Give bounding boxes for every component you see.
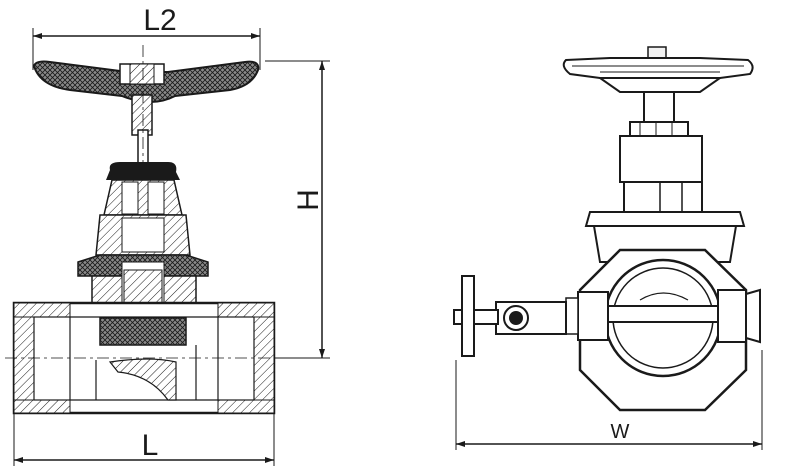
dimension-label-h: H: [292, 189, 325, 211]
dimension-w: W: [455, 350, 763, 450]
handwheel-exterior: [562, 46, 754, 93]
dimension-label-w: W: [611, 421, 630, 443]
section-view: L2 H: [5, 4, 330, 466]
handwheel-section: [32, 60, 260, 103]
exterior-view: W: [453, 46, 763, 450]
body-exterior: [565, 248, 761, 412]
body-section: [5, 301, 330, 415]
dimension-label-l2: L2: [143, 4, 176, 37]
drain-handle-exterior: [453, 275, 567, 357]
dimension-l2: L2: [32, 4, 261, 70]
dimension-l: L: [13, 413, 275, 466]
bonnet-section: [77, 162, 209, 313]
dimension-label-l: L: [142, 429, 159, 462]
stem-exterior: [619, 91, 703, 213]
